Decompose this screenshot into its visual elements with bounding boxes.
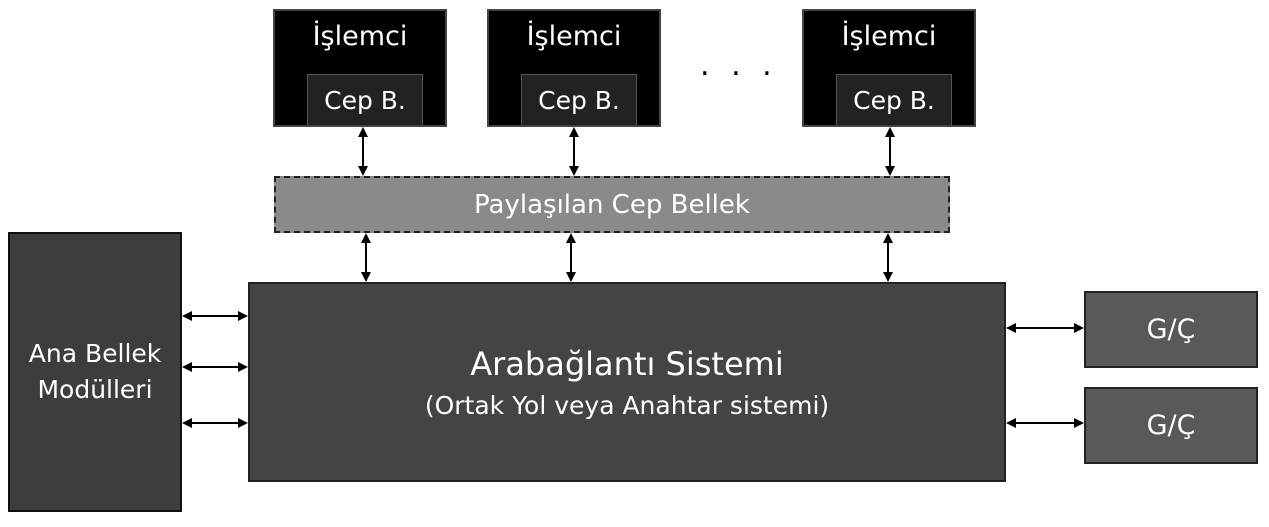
processor-1: İşlemci Cep B. bbox=[273, 9, 447, 127]
processor-2: İşlemci Cep B. bbox=[487, 9, 661, 127]
io-device-1: G/Ç bbox=[1084, 291, 1258, 368]
processor-title: İşlemci bbox=[841, 21, 937, 52]
processor-cache: Cep B. bbox=[836, 74, 952, 125]
processor-cache: Cep B. bbox=[307, 74, 423, 125]
io-label: G/Ç bbox=[1146, 410, 1196, 441]
ellipsis: . . . bbox=[700, 48, 778, 83]
main-memory-modules: Ana Bellek Modülleri bbox=[8, 232, 182, 512]
main-memory-line1: Ana Bellek bbox=[28, 339, 162, 368]
interconnect-subtitle: (Ortak Yol veya Anahtar sistemi) bbox=[424, 390, 830, 420]
processor-title: İşlemci bbox=[526, 21, 622, 52]
processor-title: İşlemci bbox=[312, 21, 408, 52]
processor-3: İşlemci Cep B. bbox=[802, 9, 976, 127]
interconnect-system: Arabağlantı Sistemi (Ortak Yol veya Anah… bbox=[248, 282, 1006, 482]
shared-cache: Paylaşılan Cep Bellek bbox=[274, 176, 950, 233]
interconnect-title: Arabağlantı Sistemi bbox=[470, 344, 784, 383]
io-device-2: G/Ç bbox=[1084, 387, 1258, 464]
main-memory-line2: Modülleri bbox=[37, 375, 153, 404]
shared-cache-label: Paylaşılan Cep Bellek bbox=[474, 189, 750, 220]
io-label: G/Ç bbox=[1146, 314, 1196, 345]
processor-cache: Cep B. bbox=[521, 74, 637, 125]
